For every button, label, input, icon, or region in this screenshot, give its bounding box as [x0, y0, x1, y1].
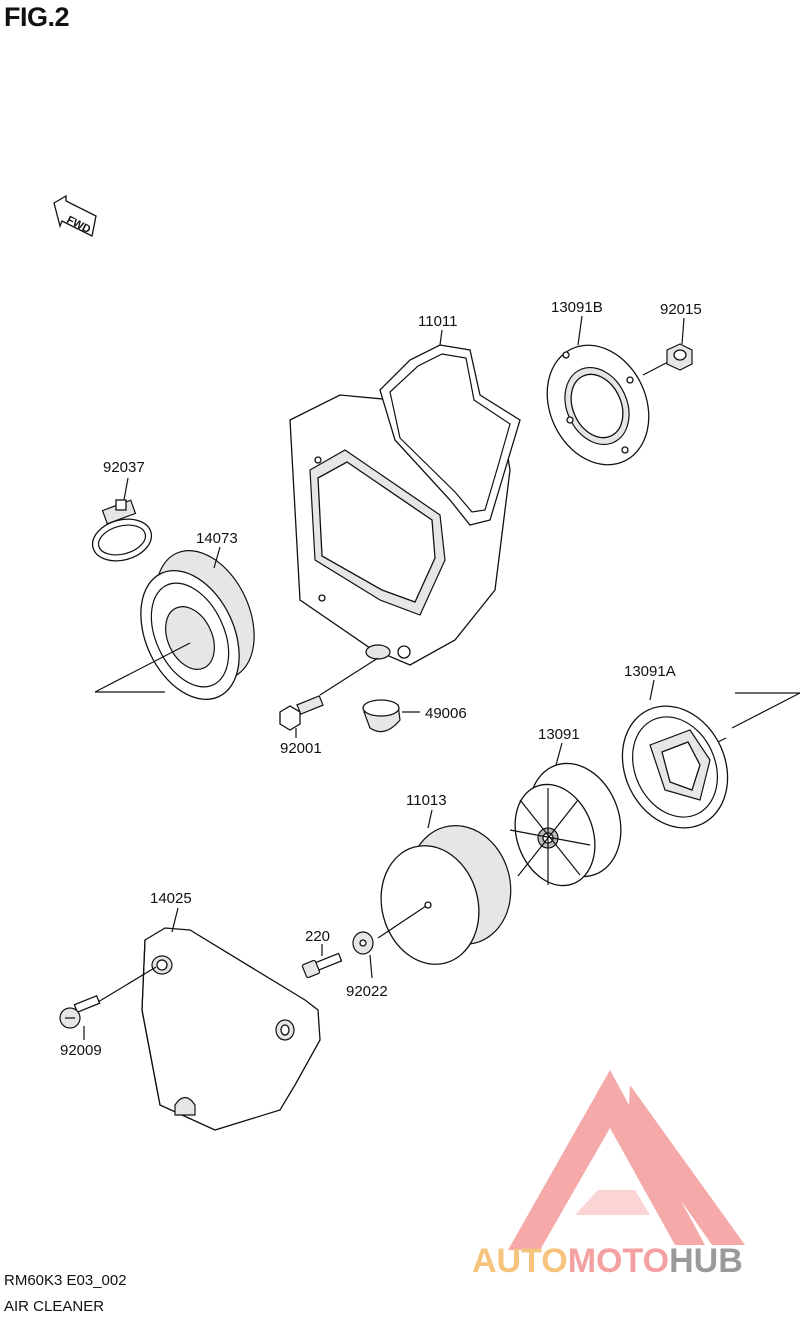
air-cleaner-case-11011	[289, 344, 521, 666]
automotohub-logo-icon	[508, 1070, 745, 1250]
label-11013: 11013	[406, 792, 447, 809]
bolt-92001	[279, 695, 324, 731]
label-92037: 92037	[103, 459, 145, 476]
holder-13091	[509, 762, 622, 887]
washer-92022	[352, 931, 374, 955]
fwd-arrow-icon: FWD	[53, 194, 97, 237]
plate-a-13091A	[621, 705, 729, 829]
element-11013	[380, 825, 512, 965]
clamp-92037	[91, 499, 153, 562]
watermark-auto: AUTO	[472, 1242, 568, 1280]
label-11011: 11011	[418, 313, 458, 330]
label-92001: 92001	[280, 740, 322, 757]
figure-title: FIG.2	[4, 2, 70, 32]
duct-14073	[94, 550, 255, 701]
plate-b-13091B	[546, 344, 650, 466]
diagram-name: AIR CLEANER	[4, 1298, 105, 1315]
label-92009: 92009	[60, 1042, 102, 1059]
cap-49006	[362, 699, 401, 733]
watermark-moto: MOTO	[568, 1242, 669, 1280]
label-13091B: 13091B	[551, 299, 603, 316]
label-92015: 92015	[660, 301, 702, 318]
label-14025: 14025	[150, 890, 192, 907]
label-14073: 14073	[196, 530, 238, 547]
screw-92009	[59, 994, 101, 1029]
label-92022: 92022	[346, 983, 388, 1000]
watermark-hub: HUB	[669, 1242, 743, 1280]
drawing-code: RM60K3 E03_002	[4, 1272, 127, 1289]
label-220: 220	[305, 928, 330, 945]
label-13091: 13091	[538, 726, 580, 743]
label-49006: 49006	[425, 705, 467, 722]
svg-text:AUTOMOTOHUB: AUTOMOTOHUB	[472, 1242, 743, 1280]
screw-220	[301, 952, 343, 979]
nut-92015	[666, 343, 693, 371]
cover-14025	[141, 927, 321, 1131]
label-13091A: 13091A	[624, 663, 676, 680]
